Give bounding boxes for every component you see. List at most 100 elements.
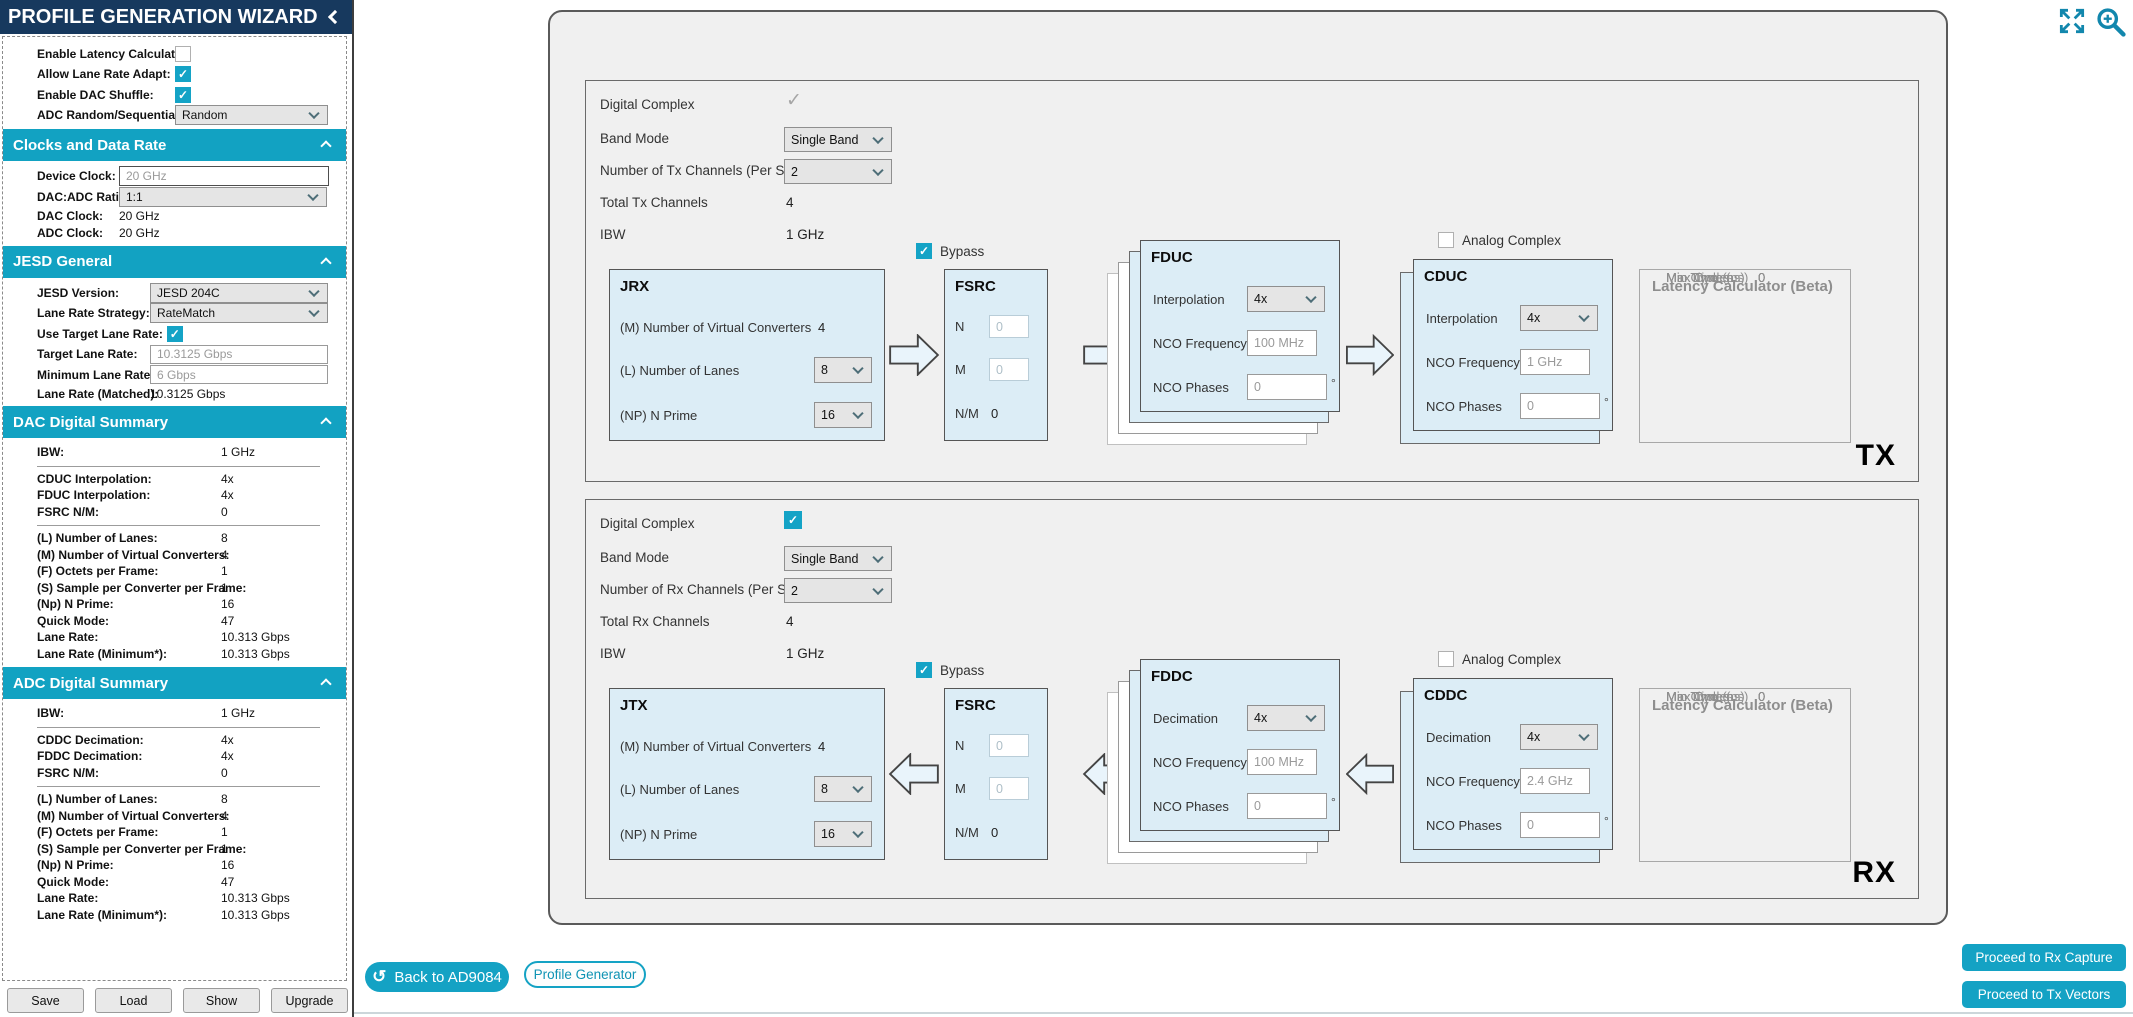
analog-complex-label: Analog Complex xyxy=(1462,652,1562,667)
lane-rate-strategy-select[interactable]: RateMatch xyxy=(150,303,328,323)
collapse-sidebar-icon[interactable] xyxy=(327,9,343,25)
summary-value: 4x xyxy=(221,732,234,747)
back-to-ad9084-button[interactable]: ↺ Back to AD9084 xyxy=(365,962,509,992)
section-header-dac-summary[interactable]: DAC Digital Summary xyxy=(3,406,346,438)
summary-row: Quick Mode: 47 xyxy=(37,613,346,630)
fduc-interpolation-select[interactable]: 4x xyxy=(1247,286,1325,312)
field-label: (M) Number of Virtual Converters xyxy=(620,320,812,335)
fddc-nco-phases-input[interactable] xyxy=(1247,793,1327,819)
summary-value: 8 xyxy=(221,792,228,807)
zoom-in-icon[interactable] xyxy=(2094,5,2128,39)
tx-bypass-checkbox[interactable] xyxy=(916,243,932,259)
tx-corner-label: TX xyxy=(1855,439,1896,472)
degree-symbol: ° xyxy=(1604,395,1609,409)
summary-label: FDUC Interpolation: xyxy=(37,488,151,503)
fddc-decimation-select[interactable]: 4x xyxy=(1247,705,1325,731)
field-label: Total Rx Channels xyxy=(600,614,710,629)
dac-adc-ratio-select[interactable]: 1:1 xyxy=(119,186,327,207)
fduc-nco-frequency-input[interactable] xyxy=(1247,330,1317,356)
degree-symbol: ° xyxy=(1604,814,1609,828)
cddc-nco-frequency-input[interactable] xyxy=(1520,768,1590,794)
tx-num-channels-select[interactable]: 2 xyxy=(784,159,892,184)
field-label: Digital Complex xyxy=(600,97,695,112)
summary-row: FDUC Interpolation: 4x xyxy=(37,487,346,504)
summary-row: IBW: 1 GHz xyxy=(37,444,346,461)
summary-value: 0 xyxy=(221,504,228,519)
undo-icon: ↺ xyxy=(372,967,387,986)
flow-arrow-right-icon xyxy=(889,334,940,376)
cduc-interpolation-select[interactable]: 4x xyxy=(1520,305,1598,331)
summary-label: Lane Rate (Minimum*): xyxy=(37,907,168,922)
section-title: DAC Digital Summary xyxy=(13,413,169,431)
rx-total-channels-value: 4 xyxy=(786,614,794,629)
rx-fsrc-m-input xyxy=(989,777,1029,800)
jtx-lanes-select[interactable]: 8 xyxy=(814,776,872,802)
sidebar-footer-button[interactable]: Load xyxy=(95,988,172,1013)
enable-dac-shuffle-checkbox[interactable] xyxy=(175,86,191,103)
rx-fsrc-n-input xyxy=(989,734,1029,757)
device-clock-input[interactable] xyxy=(119,166,329,186)
minimum-lane-rate-input[interactable] xyxy=(150,365,328,384)
field-label: (NP) N Prime xyxy=(620,827,698,842)
section-header-jesd[interactable]: JESD General xyxy=(3,245,346,278)
rx-band-mode-select[interactable]: Single Band xyxy=(784,546,892,571)
fddc-box: FDDC Decimation 4x NCO Frequency NCO Pha… xyxy=(1140,659,1340,831)
field-label: NCO Frequency xyxy=(1153,755,1247,770)
fduc-nco-phases-input[interactable] xyxy=(1247,374,1327,400)
summary-value: 10.313 Gbps xyxy=(221,891,290,906)
cddc-decimation-select[interactable]: 4x xyxy=(1520,724,1598,750)
sidebar-footer-button[interactable]: Upgrade xyxy=(271,988,348,1013)
latency-value: 0 xyxy=(1758,689,1766,704)
cduc-nco-phases-input[interactable] xyxy=(1520,393,1600,419)
sidebar-footer-button[interactable]: Save xyxy=(7,988,84,1013)
adc-random-sequential-select[interactable]: Random xyxy=(175,105,328,125)
rx-digital-complex-checkbox[interactable] xyxy=(784,511,802,529)
jrx-nprime-select[interactable]: 16 xyxy=(814,402,872,428)
jrx-lanes-select[interactable]: 8 xyxy=(814,357,872,383)
tx-fsrc-box: FSRC N M N/M 0 xyxy=(944,269,1048,441)
profile-generator-tab[interactable]: Profile Generator xyxy=(524,961,646,988)
fddc-nco-frequency-input[interactable] xyxy=(1247,749,1317,775)
rx-analog-complex-checkbox[interactable] xyxy=(1438,651,1454,667)
latency-value: 0 xyxy=(1758,270,1766,285)
divider xyxy=(37,726,320,728)
use-target-lane-rate-checkbox[interactable] xyxy=(166,325,183,342)
jtx-nprime-select[interactable]: 16 xyxy=(814,821,872,847)
cddc-nco-phases-input[interactable] xyxy=(1520,812,1600,838)
allow-lane-rate-adapt-checkbox[interactable] xyxy=(175,66,191,82)
summary-row: CDDC Decimation: 4x xyxy=(37,732,346,749)
summary-label: Quick Mode: xyxy=(37,613,110,628)
row-adc-clock: ADC Clock: 20 GHz xyxy=(37,226,346,241)
field-label: Decimation xyxy=(1153,711,1219,726)
rx-bypass-checkbox[interactable] xyxy=(916,662,932,678)
proceed-to-tx-vectors-button[interactable]: Proceed to Tx Vectors xyxy=(1962,981,2126,1008)
latency-value: 0 xyxy=(1758,270,1766,285)
target-lane-rate-input[interactable] xyxy=(150,344,328,364)
rx-num-channels-select[interactable]: 2 xyxy=(784,578,892,603)
summary-value: 16 xyxy=(221,858,235,873)
tx-analog-complex-checkbox[interactable] xyxy=(1438,232,1454,248)
latency-row: Min Cycles 0 xyxy=(1666,689,1840,705)
latency-row: Max Time (ns) 0 xyxy=(1666,270,1840,286)
section-header-clocks[interactable]: Clocks and Data Rate xyxy=(3,129,346,161)
sidebar-footer-button[interactable]: Show xyxy=(183,988,260,1013)
sidebar-body: Enable Latency Calculator: Allow Lane Ra… xyxy=(2,36,347,981)
summary-value: 4x xyxy=(221,488,234,503)
box-title: CDDC xyxy=(1424,687,1468,704)
section-header-adc-summary[interactable]: ADC Digital Summary xyxy=(3,667,346,699)
latency-label: Max Cycles xyxy=(1666,689,1734,704)
expand-icon[interactable] xyxy=(2056,5,2088,37)
summary-label: Lane Rate (Minimum*): xyxy=(37,646,168,661)
cduc-nco-frequency-input[interactable] xyxy=(1520,349,1590,375)
summary-row: (Np) N Prime: 16 xyxy=(37,596,346,613)
tx-band-mode-select[interactable]: Single Band xyxy=(784,127,892,152)
summary-row: (L) Number of Lanes: 8 xyxy=(37,530,346,547)
jesd-version-select[interactable]: JESD 204C xyxy=(150,282,328,303)
summary-label: (M) Number of Virtual Converters: xyxy=(37,808,230,823)
summary-row: (F) Octets per Frame: 1 xyxy=(37,824,346,841)
summary-value: 16 xyxy=(221,597,235,612)
field-label: N/M xyxy=(955,825,979,840)
summary-label: (Np) N Prime: xyxy=(37,597,114,612)
proceed-to-rx-capture-button[interactable]: Proceed to Rx Capture xyxy=(1962,944,2126,971)
enable-latency-calculator-checkbox[interactable] xyxy=(175,45,191,62)
